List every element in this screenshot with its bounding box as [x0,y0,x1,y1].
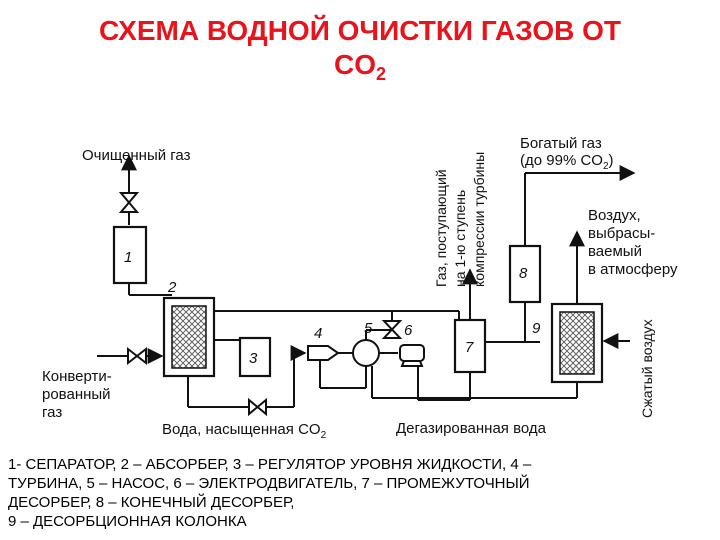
pump-5-icon [352,339,380,367]
gas-inlet-line3: компрессии турбины [471,152,487,287]
valve-inlet-icon [127,346,147,366]
purified-gas-label: Очищенный газ [82,147,191,164]
absorber-packing [171,305,207,369]
valve-top-icon [118,192,140,213]
gas-inlet-line1: Газ, поступающий [433,169,449,287]
legend-line-1: 1- СЕПАРАТОР, 2 – АБСОРБЕР, 3 – РЕГУЛЯТО… [8,456,532,473]
degassed-water-label: Дегазированная вода [396,420,547,437]
title-line-1: СХЕМА ВОДНОЙ ОЧИСТКИ ГАЗОВ ОТ [99,15,621,46]
label-1: 1 [124,249,132,266]
turbine-4-icon [307,345,340,361]
legend: 1- СЕПАРАТОР, 2 – АБСОРБЕР, 3 – РЕГУЛЯТО… [8,455,713,531]
label-2: 2 [167,279,177,296]
converted-gas-line3: газ [42,404,62,421]
label-4: 4 [314,325,322,342]
intermediate-desorber-7 [453,318,487,374]
label-5: 5 [364,320,373,337]
air-line1: Воздух, [588,207,641,224]
compressed-air-label: Сжатый воздух [639,319,655,418]
legend-line-4: 9 – ДЕСОРБЦИОННАЯ КОЛОНКА [8,513,247,530]
valve-pump-icon [381,320,403,339]
separator-1 [112,225,148,285]
level-regulator-3 [238,336,272,378]
air-line2: выбрасы- [588,225,655,242]
converted-gas-line1: Конверти- [42,368,112,385]
label-3: 3 [249,350,258,367]
air-line3: ваемый [588,243,642,260]
title-subscript: 2 [375,64,386,84]
rich-gas-line2: (до 99% CO2) [520,152,614,172]
legend-line-2: ТУРБИНА, 5 – НАСОС, 6 – ЭЛЕКТРОДВИГАТЕЛЬ… [8,475,530,492]
title-line-2: CO2 [0,48,720,91]
air-line4: в атмосферу [588,261,678,278]
label-8: 8 [519,265,528,282]
label-9: 9 [532,320,541,337]
page-title: СХЕМА ВОДНОЙ ОЧИСТКИ ГАЗОВ ОТ CO2 [0,14,720,91]
legend-line-3: ДЕСОРБЕР, 8 – КОНЕЧНЫЙ ДЕСОРБЕР, [8,494,295,511]
rich-gas-line1: Богатый газ [520,135,602,152]
title-co: CO [333,49,376,80]
label-6: 6 [404,322,413,339]
gas-inlet-line2: на 1-ю ступень [452,190,468,287]
label-7: 7 [465,339,474,356]
valve-bottom-icon [248,397,267,417]
column-packing [559,311,595,375]
water-co2-label: Вода, насыщенная CO2 [162,421,327,441]
motor-6-icon [399,344,425,362]
converted-gas-line2: рованный [42,386,111,403]
